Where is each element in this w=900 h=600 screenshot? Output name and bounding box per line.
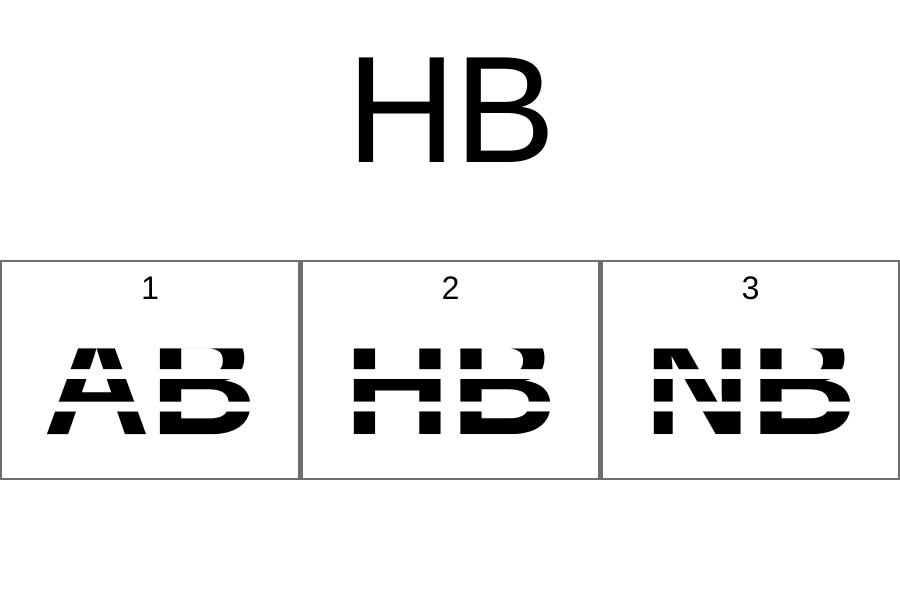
option-3-card[interactable]: 3 NB: [600, 260, 900, 480]
target-word: HB: [346, 25, 555, 195]
option-3-obscured-word: NB: [644, 318, 857, 438]
option-2-number: 2: [441, 270, 460, 306]
option-2-word: HB: [344, 318, 557, 438]
option-3-word: NB: [644, 318, 857, 438]
answer-options: 1 AB 2: [0, 260, 900, 480]
option-1-word: AB: [43, 318, 257, 438]
option-3-number: 3: [741, 270, 760, 306]
option-2-obscured-word: HB: [344, 318, 557, 438]
option-1-card[interactable]: 1 AB: [0, 260, 300, 480]
option-1-obscured-word: AB: [43, 318, 257, 438]
option-1-number: 1: [141, 270, 159, 306]
option-2-card[interactable]: 2 HB: [300, 260, 600, 480]
